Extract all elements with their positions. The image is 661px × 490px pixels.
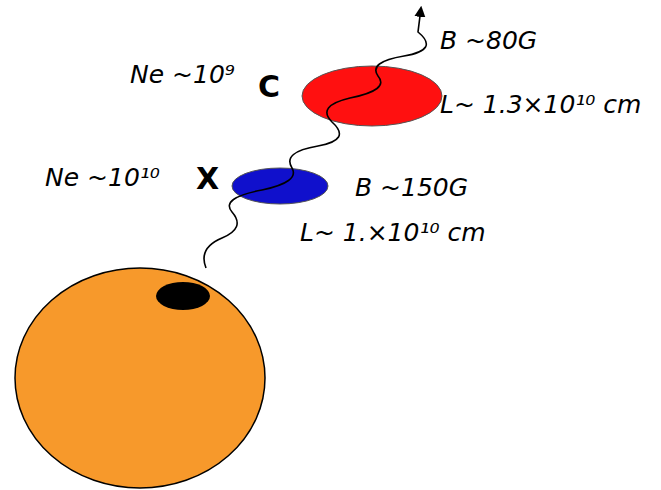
label-text: C [258, 69, 280, 104]
red-source-region [302, 66, 442, 126]
parameter-label: B ~80G [440, 28, 537, 53]
label-text: Ne ~10¹⁰ [45, 163, 160, 192]
sun-disk [15, 268, 265, 488]
blue-source-region [232, 168, 328, 204]
parameter-label: L~ 1.3×10¹⁰ cm [440, 92, 641, 117]
label-text: B ~80G [440, 26, 537, 55]
parameter-label: Ne ~10¹⁰ [45, 165, 160, 190]
label-text: Ne ~10⁹ [130, 60, 235, 89]
label-text: L~ 1.3×10¹⁰ cm [440, 90, 641, 119]
parameter-label: L~ 1.×10¹⁰ cm [300, 220, 486, 245]
parameter-label: Ne ~10⁹ [130, 62, 235, 87]
sunspot [156, 282, 210, 310]
label-text: B ~150G [355, 173, 468, 202]
label-text: X [196, 161, 219, 196]
region-letter: X [196, 164, 219, 194]
label-text: L~ 1.×10¹⁰ cm [300, 218, 486, 247]
region-letter: C [258, 72, 280, 102]
parameter-label: B ~150G [355, 175, 468, 200]
